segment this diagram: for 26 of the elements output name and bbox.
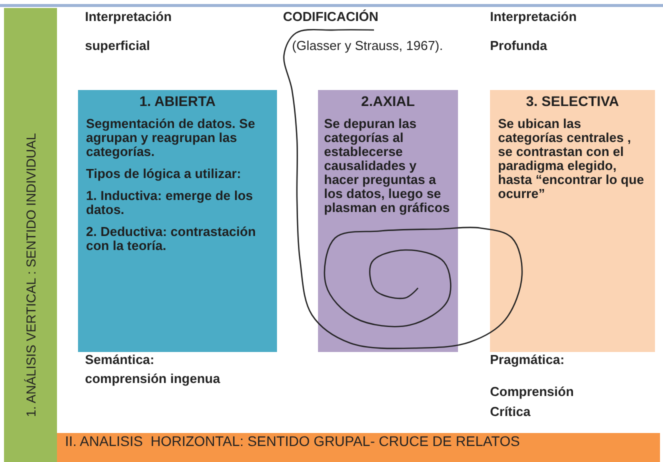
stage-description: Segmentación de datos. Se agrupan y reagrupan las categorías. — [86, 117, 256, 159]
label-text: CODIFICACIÓN — [283, 9, 380, 25]
stage-description: 2. Deductiva: contrastación con la teoría. — [86, 225, 257, 253]
citation: (Glasser y Strauss, 1967). — [292, 38, 444, 54]
label-text: superficial — [85, 38, 152, 54]
label-text: Comprensión Crítica — [490, 383, 575, 421]
label-text: Interpretación — [490, 9, 578, 25]
stage-box — [318, 90, 458, 352]
stage-box — [78, 90, 277, 352]
stage-description: Se depuran las categorías al establecerse causalidades y hacer preguntas a los datos, luego se plasman en gráficos — [324, 117, 451, 215]
stage-description: Se ubican las categorías centrales , se contrastan con el paradigma elegido, hasta “encontrar lo que ocurre” — [498, 117, 645, 201]
stage-title: 3. SELECTIVA — [524, 94, 620, 108]
label-text: comprensión ingenua — [85, 371, 222, 387]
label-text: Semántica: — [85, 352, 156, 368]
stage-box — [490, 90, 655, 352]
stage-title: 1. ABIERTA — [138, 94, 217, 108]
horizontal-band — [57, 433, 660, 462]
vertical-band — [4, 8, 57, 462]
label-text: Profunda — [490, 38, 548, 54]
stage-description: 1. Inductiva: emerge de los datos. — [86, 189, 254, 217]
stage-description: Tipos de lógica a utilizar: — [86, 167, 242, 181]
label-text: Pragmática: — [490, 352, 566, 368]
label-text: Interpretación — [85, 9, 173, 25]
band-title: II. ANALISIS HORIZONTAL: SENTIDO GRUPAL- CRUCE DE RELATOS — [65, 433, 520, 449]
stage-title: 2.AXIAL — [360, 94, 416, 108]
band-title: 1. ANÁLISIS VERTICAL : SENTIDO INDIVIDUAL — [23, 133, 38, 417]
